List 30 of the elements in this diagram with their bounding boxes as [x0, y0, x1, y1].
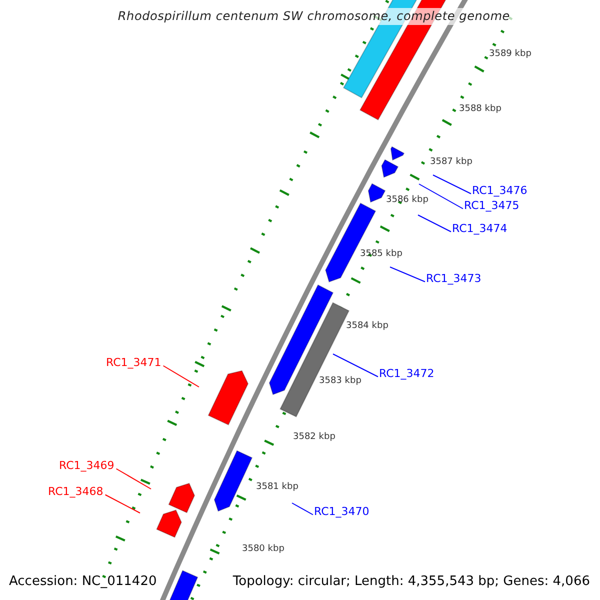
leader-line — [390, 266, 426, 282]
accession-text: Accession: NC_011420 — [9, 574, 157, 590]
gene-label: RC1_3472 — [379, 367, 434, 380]
leader-line — [418, 214, 452, 232]
leader-line — [418, 184, 464, 210]
scale-label: 3588 kbp — [459, 104, 502, 115]
scale-label: 3585 kbp — [360, 249, 402, 260]
gene-label: RC1_3471 — [106, 356, 162, 369]
leader-line — [432, 174, 472, 194]
scale-label: 3587 kbp — [430, 157, 472, 168]
gene-label: RC1_3468 — [48, 485, 104, 498]
scale-label: 3589 kbp — [489, 49, 532, 60]
leader-line — [116, 468, 152, 490]
gene-label: RC1_3474 — [452, 222, 508, 235]
gene-label: RC1_3473 — [426, 272, 482, 285]
leader-line — [332, 354, 378, 378]
gene-label: RC1_3469 — [59, 459, 114, 472]
scale-label: 3586 kbp — [386, 195, 428, 206]
scale-label: 3583 kbp — [319, 376, 362, 387]
leader-line — [292, 502, 314, 516]
scale-label: 3584 kbp — [346, 321, 388, 332]
leader-line — [104, 494, 140, 514]
gene-label: RC1_3475 — [464, 199, 520, 212]
leader-line — [162, 365, 200, 388]
scale-label: 3582 kbp — [293, 432, 336, 443]
genome-info-text: Topology: circular; Length: 4,355,543 bp; Genes: 4,066 — [232, 574, 590, 590]
gene-label: RC1_3476 — [472, 184, 528, 197]
scale-label: 3581 kbp — [256, 482, 298, 493]
gene-label: RC1_3470 — [314, 505, 370, 518]
scale-label: 3580 kbp — [242, 544, 284, 555]
